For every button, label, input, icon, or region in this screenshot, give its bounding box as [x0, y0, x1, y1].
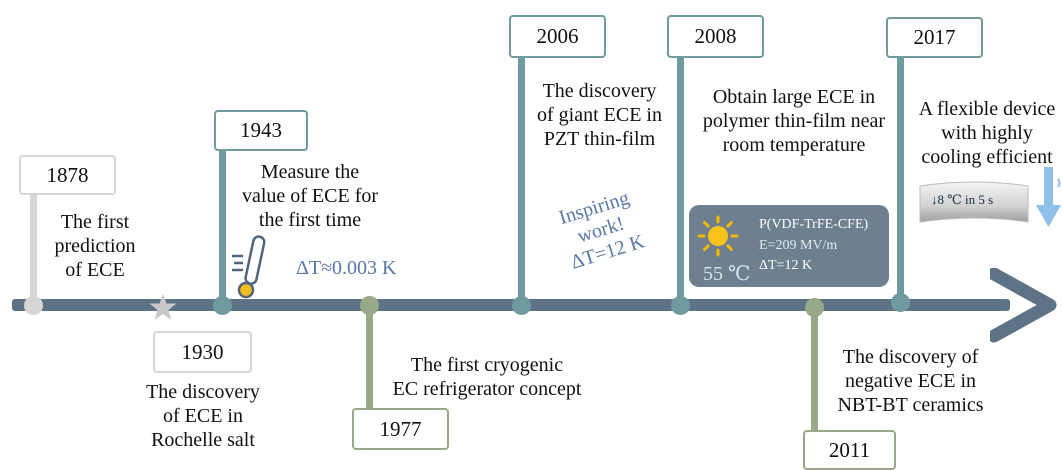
year-2017: 2017: [913, 25, 956, 49]
stem-2008: [677, 56, 684, 303]
card-temperature: 55 ℃: [703, 263, 751, 285]
thermometer-icon: [232, 235, 266, 299]
event-2017-description: A flexible device with highly cooling ef…: [918, 98, 1056, 168]
year-2011: 2011: [828, 437, 871, 462]
year-box-1943: 1943: [214, 110, 308, 151]
year-box-1878: 1878: [19, 155, 116, 195]
device-label: ↓8 ℃ in 5 s: [931, 192, 994, 207]
timeline-node-1977: [360, 296, 379, 315]
timeline-node-2017: [891, 293, 910, 312]
stem-2017: [897, 56, 904, 303]
year-2006: 2006: [536, 24, 579, 48]
year-box-1977: 1977: [352, 408, 449, 450]
sun-icon: [697, 215, 739, 257]
event-1878-description: The first prediction of ECE: [54, 211, 136, 281]
event-2008-description: Obtain large ECE in polymer thin-film ne…: [702, 86, 886, 156]
event-2011-description: The discovery of negative ECE in NBT-BT …: [837, 346, 984, 416]
event-2006-description: The discovery of giant ECE in PZT thin-f…: [537, 80, 662, 150]
timeline-node-1943: [213, 296, 232, 315]
note-2006-inspiring: Inspiring work! ΔT=12 K: [556, 186, 648, 274]
cooling-arrow-icon: [1036, 167, 1061, 227]
year-box-2011: 2011: [803, 430, 896, 470]
star-icon: [149, 294, 177, 320]
year-box-2017: 2017: [886, 17, 983, 58]
timeline-arrowhead: [990, 268, 1057, 343]
event-1943-description: Measure the value of ECE for the first t…: [241, 161, 379, 231]
card-field: E=209 MV/m: [759, 238, 838, 253]
timeline-axis: [12, 299, 1010, 311]
timeline-node-2006: [512, 296, 531, 315]
polymer-info-card: 55 ℃ P(VDF-TrFE-CFE) E=209 MV/m ΔT=12 K: [689, 205, 889, 287]
stem-2011: [811, 303, 818, 436]
timeline-node-2011: [805, 298, 824, 317]
stem-1977: [366, 303, 373, 410]
stem-2006: [518, 56, 525, 303]
timeline-node-2008: [671, 296, 690, 315]
year-1943: 1943: [240, 118, 282, 142]
flexible-device-illustration: [919, 181, 1029, 223]
stem-1943: [219, 148, 226, 303]
event-1930-description: The discovery of ECE in Rochelle salt: [146, 381, 260, 451]
year-box-2006: 2006: [509, 15, 606, 58]
year-2008: 2008: [694, 24, 737, 48]
year-1930: 1930: [181, 339, 224, 364]
year-box-1930: 1930: [153, 331, 252, 373]
card-material: P(VDF-TrFE-CFE): [759, 217, 869, 232]
timeline-node-1878: [24, 296, 43, 315]
stem-1878: [30, 193, 37, 303]
card-delta-t: ΔT=12 K: [759, 258, 813, 273]
event-1977-description: The first cryogenic EC refrigerator conc…: [392, 354, 582, 400]
year-1977: 1977: [379, 416, 422, 441]
note-1943-delta-t: ΔT≈0.003 K: [296, 257, 397, 279]
year-1878: 1878: [46, 162, 89, 187]
year-box-2008: 2008: [667, 15, 764, 58]
